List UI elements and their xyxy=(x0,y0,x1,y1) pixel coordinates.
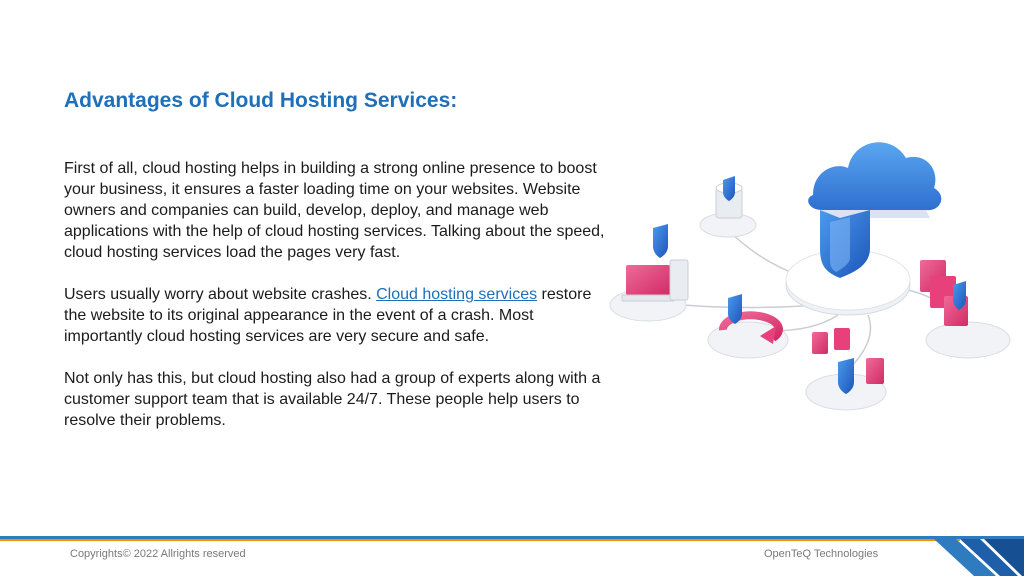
paragraph-crashes-start: Users usually worry about website crashe… xyxy=(64,286,377,303)
database-icon xyxy=(699,176,757,238)
paragraph-crashes: Users usually worry about website crashe… xyxy=(64,284,609,347)
paragraph-crashes-end: restore the website to its original appe… xyxy=(64,286,592,345)
paragraph-support: Not only has this, but cloud hosting als… xyxy=(64,370,601,429)
footer-company: OpenTeQ Technologies xyxy=(764,548,879,560)
corner-stripes-decoration xyxy=(934,539,1024,576)
footer-copyright: Copyrights© 2022 Allrights reserved xyxy=(70,548,246,560)
footer-rule-orange xyxy=(0,539,960,541)
slide-title: Advantages of Cloud Hosting Services: xyxy=(64,89,458,112)
slide-body: First of all, cloud hosting helps in bui… xyxy=(64,158,609,452)
paragraph-intro: First of all, cloud hosting helps in bui… xyxy=(64,160,605,261)
server-icon xyxy=(609,224,689,322)
footer-rule-blue xyxy=(0,536,1024,539)
document-icon xyxy=(920,260,1011,359)
central-platform xyxy=(785,249,911,316)
sync-icon xyxy=(707,294,789,359)
cloud-hosting-services-link[interactable]: Cloud hosting services xyxy=(376,286,538,303)
shield-icon xyxy=(820,210,870,278)
cloud-network-illustration xyxy=(609,142,1011,411)
cloud-icon xyxy=(808,142,942,218)
lock-icon xyxy=(805,328,887,411)
